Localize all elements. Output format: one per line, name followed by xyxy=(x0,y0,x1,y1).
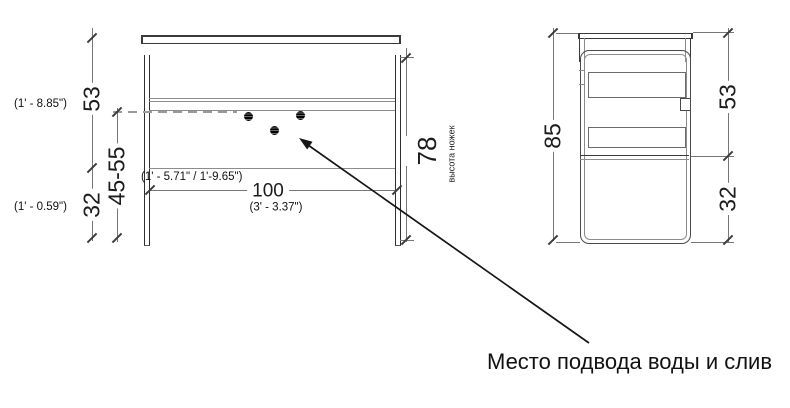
front-apron-line-upper xyxy=(149,98,395,99)
side-right-ext-top xyxy=(693,32,734,33)
side-total-ext-bottom xyxy=(556,242,580,243)
front-height-dim-line-seg1 xyxy=(92,28,93,85)
front-drain-height-imperial-label: (1' - 5.71" / 1'-9.65") xyxy=(141,171,243,183)
water-drain-annotation: Место подвода воды и слив xyxy=(487,349,773,374)
side-divider-line-lower xyxy=(580,159,689,160)
front-connection-level-line xyxy=(149,110,395,111)
water-supply-point-left xyxy=(244,112,253,121)
side-divider-line-upper xyxy=(580,155,689,156)
front-width-dim-line-left xyxy=(150,190,253,191)
front-upper-height-label: 53 xyxy=(79,83,105,115)
front-width-dim-imperial-label: (3' - 3.37") xyxy=(249,201,303,214)
side-right-dim-line-seg3 xyxy=(728,215,729,242)
front-countertop xyxy=(141,35,401,44)
side-drawer-lower xyxy=(588,127,686,148)
front-legs-dim-line-seg1 xyxy=(406,48,407,136)
front-legs-height-label: 78 xyxy=(412,133,442,169)
side-hinge-mark-lower xyxy=(579,84,585,85)
front-legs-dim-line-seg2 xyxy=(406,166,407,242)
front-drain-reference-dashed-line xyxy=(113,111,237,113)
front-legs-height-caption: высота ножек xyxy=(446,125,457,183)
front-lower-height-imperial-label: (1' - 0.59") xyxy=(14,201,67,213)
side-handle-tab xyxy=(680,98,691,111)
side-right-ext-mid xyxy=(691,156,734,157)
side-right-ext-bottom xyxy=(691,242,734,243)
front-drain-dim-line-seg2 xyxy=(117,206,118,242)
water-supply-point-right xyxy=(296,111,305,120)
drain-point xyxy=(270,126,279,135)
side-total-dim-line-seg2 xyxy=(553,151,554,241)
side-lower-height-label: 32 xyxy=(715,183,741,215)
side-total-height-label: 85 xyxy=(540,120,566,152)
front-cabinet-bottom-line xyxy=(149,168,395,169)
front-width-dim-line-right xyxy=(284,190,397,191)
front-width-dim-label: 100 xyxy=(247,181,289,201)
side-right-edge-outer xyxy=(690,38,691,62)
front-height-dim-line-seg2 xyxy=(92,113,93,191)
front-height-dim-line-seg3 xyxy=(92,219,93,241)
side-right-dim-line-seg2 xyxy=(728,113,729,183)
side-total-dim-line-seg1 xyxy=(553,28,554,121)
front-drain-dim-line-seg1 xyxy=(117,108,118,146)
side-countertop xyxy=(578,33,693,39)
side-drawer-upper xyxy=(588,72,686,98)
side-left-edge-outer xyxy=(579,38,580,62)
front-upper-height-imperial-label: (1' - 8.85") xyxy=(14,98,67,110)
side-upper-height-label: 53 xyxy=(715,81,741,113)
side-right-dim-line-seg1 xyxy=(728,28,729,81)
front-right-leg xyxy=(395,55,401,246)
side-hinge-mark-upper xyxy=(579,70,585,71)
side-total-ext-top xyxy=(556,33,578,34)
front-lower-height-label: 32 xyxy=(79,189,105,221)
front-drain-height-label: 45-55 xyxy=(104,143,130,209)
front-apron-line-lower xyxy=(149,101,395,102)
front-left-leg xyxy=(144,55,150,246)
